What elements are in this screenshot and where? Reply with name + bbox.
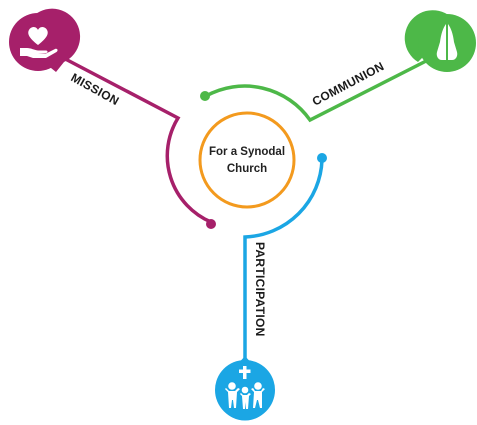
mission-branch: MISSION — [9, 8, 216, 229]
participation-connector-line — [243, 158, 324, 362]
mission-connector-line — [50, 50, 213, 224]
participation-label: PARTICIPATION — [253, 242, 267, 337]
center-ring — [198, 111, 296, 209]
communion-end-dot — [200, 91, 210, 101]
participation-branch: PARTICIPATION — [215, 153, 327, 421]
communion-branch: COMMUNION — [200, 10, 476, 123]
center-text-line2: Church — [227, 163, 267, 175]
heart-in-hand-icon — [20, 26, 58, 58]
people-with-cross-icon — [225, 366, 265, 409]
participation-end-dot — [317, 153, 327, 163]
praying-hands-icon — [436, 24, 458, 60]
mission-end-dot — [206, 219, 216, 229]
center-text-line1: For a Synodal — [209, 146, 285, 158]
communion-connector-line — [204, 56, 434, 123]
